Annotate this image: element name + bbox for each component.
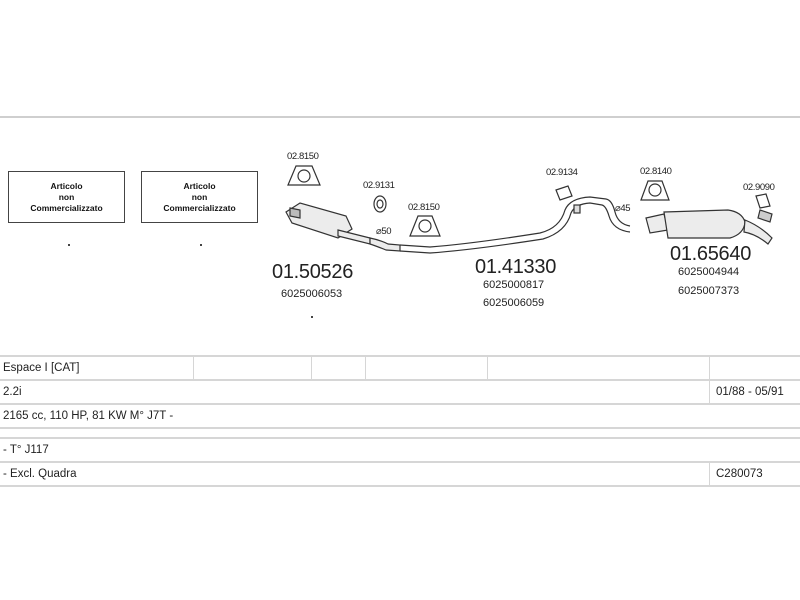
pipe-diameter: ⌀45 (615, 203, 631, 214)
exhaust-system-diagram (285, 165, 773, 254)
years-cell: 01/88 - 05/91 (709, 380, 800, 405)
part-code-rear[interactable]: 01.65640 (670, 243, 752, 265)
model-cell: Espace I [CAT] (0, 355, 194, 381)
oem-number: 6025006053 (281, 288, 343, 300)
oem-number: 6025007373 (678, 285, 740, 297)
oem-number: 6025000817 (483, 279, 545, 291)
hanger-icon-a3 (409, 215, 441, 237)
not-marketed-box-2: Articolo non Commercializzato (141, 171, 258, 223)
engine-detail-cell: 2165 cc, 110 HP, 81 KW M° J7T - (0, 404, 800, 429)
not-marketed-line1: Articolo (183, 180, 216, 191)
table-row (0, 428, 800, 439)
empty-cell (487, 355, 710, 381)
engine-cell: 2.2i (0, 380, 710, 405)
marker-dot (200, 244, 202, 246)
table-row: Espace I [CAT] (0, 355, 800, 381)
note-cell: - Excl. Quadra (0, 462, 710, 487)
not-marketed-line3: Commercializzato (163, 202, 236, 213)
not-marketed-line1: Articolo (50, 180, 83, 191)
not-marketed-box-1: Articolo non Commercializzato (8, 171, 125, 223)
middle-pipe-drawing (399, 196, 631, 254)
accessory-code[interactable]: 02.9131 (363, 180, 395, 191)
hanger-icon-a5 (640, 180, 670, 201)
clamp-icon-a6 (755, 193, 771, 209)
part-code-front[interactable]: 01.50526 (272, 261, 354, 283)
empty-cell (311, 355, 366, 381)
hanger-icon-a1 (287, 165, 321, 186)
top-divider (0, 116, 800, 118)
table-row: - Excl. Quadra C280073 (0, 462, 800, 487)
empty-cell (193, 355, 312, 381)
clamp-icon-a4 (555, 185, 573, 201)
oem-number: 6025004944 (678, 266, 740, 278)
accessory-code[interactable]: 02.9090 (743, 182, 775, 193)
not-marketed-line2: non (191, 191, 208, 202)
marker-dot (311, 316, 313, 318)
accessory-code[interactable]: 02.9134 (546, 167, 578, 178)
not-marketed-line3: Commercializzato (30, 202, 103, 213)
oem-number: 6025006059 (483, 297, 545, 309)
part-code-middle[interactable]: 01.41330 (475, 256, 557, 278)
table-row: 2165 cc, 110 HP, 81 KW M° J7T - (0, 404, 800, 429)
spacer-cell (0, 428, 800, 439)
accessory-code[interactable]: 02.8150 (408, 202, 440, 213)
clamp-icon-a2 (373, 195, 387, 213)
note-cell: - T° J117 (0, 438, 800, 463)
catalog-cell: C280073 (709, 462, 800, 487)
pipe-diameter: ⌀50 (376, 226, 392, 237)
table-row: 2.2i 01/88 - 05/91 (0, 380, 800, 405)
empty-cell (709, 355, 800, 381)
vehicle-spec-table: Espace I [CAT] 2.2i 01/88 - 05/91 2165 c… (0, 355, 800, 487)
accessory-code[interactable]: 02.8150 (287, 151, 319, 162)
accessory-code[interactable]: 02.8140 (640, 166, 672, 177)
not-marketed-line2: non (58, 191, 75, 202)
empty-cell (365, 355, 488, 381)
rear-muffler-drawing (645, 209, 773, 245)
marker-dot (68, 244, 70, 246)
table-row: - T° J117 (0, 438, 800, 463)
